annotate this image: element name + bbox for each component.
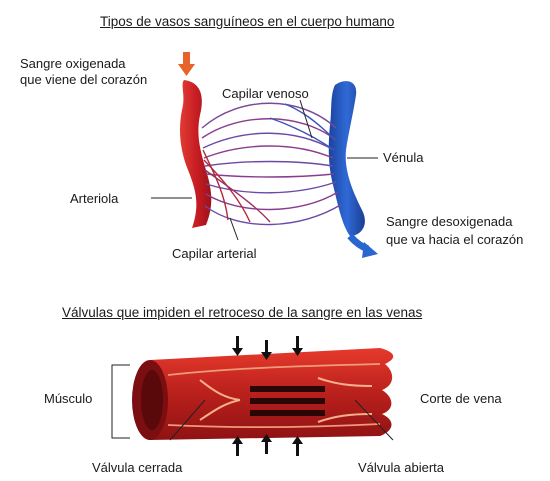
venule-vessel bbox=[329, 81, 365, 236]
oxygenated-blood-label-line2: que viene del corazón bbox=[20, 72, 147, 88]
deoxygenated-blood-label-line1: Sangre desoxigenada bbox=[386, 214, 513, 230]
capillary-network bbox=[202, 103, 342, 224]
oxygenated-inflow-arrow-icon bbox=[178, 52, 195, 76]
muscle-label: Músculo bbox=[44, 391, 92, 407]
closed-valve-label: Válvula cerrada bbox=[92, 460, 182, 476]
deoxygenated-outflow-arrow-icon bbox=[350, 236, 378, 258]
arteriole-vessel bbox=[180, 80, 211, 228]
oxygenated-blood-label-line1: Sangre oxigenada bbox=[20, 56, 126, 72]
capillary-arterial-label: Capilar arterial bbox=[172, 246, 257, 262]
bottom-diagram-title: Válvulas que impiden el retroceso de la … bbox=[62, 305, 422, 320]
blood-flow-bars bbox=[250, 386, 325, 416]
capillary-venous-label: Capilar venoso bbox=[222, 86, 309, 102]
vein-section-label: Corte de vena bbox=[420, 391, 502, 407]
arteriole-label: Arteriola bbox=[70, 191, 118, 207]
venule-label: Vénula bbox=[383, 150, 423, 166]
deoxygenated-blood-label-line2: que va hacia el corazón bbox=[386, 232, 523, 248]
open-valve-label: Válvula abierta bbox=[358, 460, 444, 476]
muscle-bracket bbox=[112, 365, 130, 438]
